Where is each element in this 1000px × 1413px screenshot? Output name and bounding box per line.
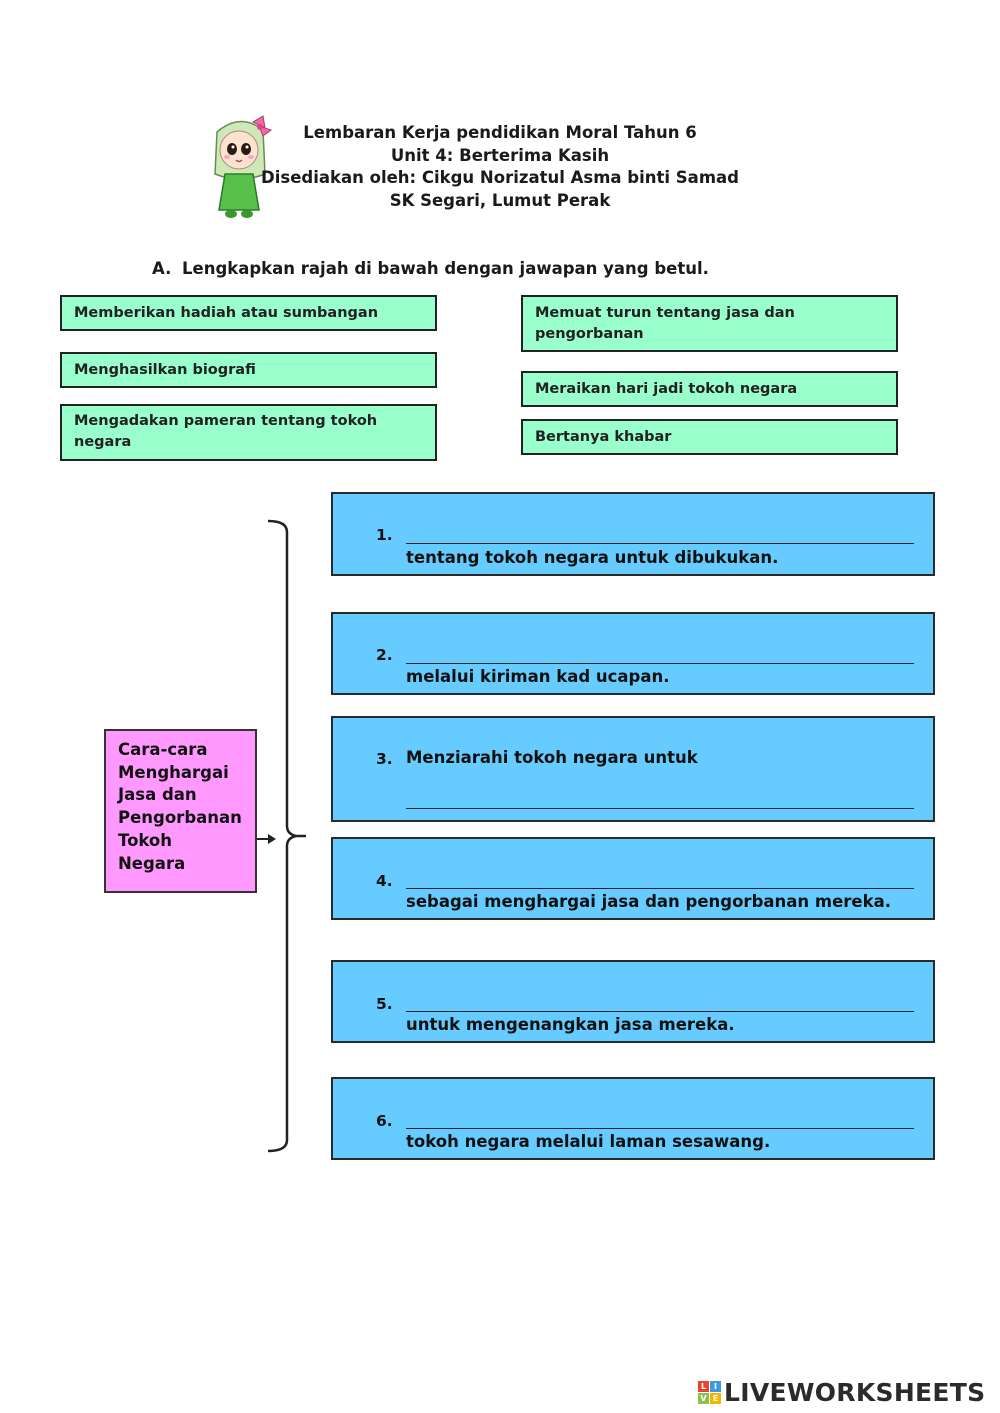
option-label: Memberikan hadiah atau sumbangan [74,305,379,321]
answer-blank-4[interactable] [406,888,914,889]
answer-text: sebagai menghargai jasa dan pengorbanan … [406,892,891,911]
answer-number: 1. [376,526,393,544]
answer-number: 6. [376,1112,393,1130]
answer-blank-2[interactable] [406,663,914,664]
header-school: SK Segari, Lumut Perak [389,190,611,210]
answer-text: melalui kiriman kad ucapan. [406,667,670,686]
answer-number: 4. [376,872,393,890]
option-label: Meraikan hari jadi tokoh negara [535,381,798,397]
instruction-text: Lengkapkan rajah di bawah dengan jawapan… [182,259,709,278]
option-label: Menghasilkan biografi [74,362,256,378]
answer-box-6: 6. tokoh negara melalui laman sesawang. [331,1077,935,1160]
liveworksheets-logo[interactable]: L I V E LIVEWORKSHEETS [698,1378,985,1407]
answer-blank-6[interactable] [406,1128,914,1129]
option-label: Bertanya khabar [535,429,672,445]
answer-box-5: 5. untuk mengenangkan jasa mereka. [331,960,935,1043]
answer-box-4: 4. sebagai menghargai jasa dan pengorban… [331,837,935,920]
answer-number: 2. [376,646,393,664]
concept-box: Cara-cara Menghargai Jasa dan Pengorbana… [104,729,257,893]
option-box-hari-jadi[interactable]: Meraikan hari jadi tokoh negara [521,371,898,407]
logo-letter-i: I [710,1381,721,1392]
answer-box-1: 1. tentang tokoh negara untuk dibukukan. [331,492,935,576]
curly-brace [267,519,306,1153]
answer-blank-5[interactable] [406,1011,914,1012]
answer-blank-1[interactable] [406,543,914,544]
worksheet-header: Lembaran Kerja pendidikan Moral Tahun 6 … [260,122,740,212]
answer-text: tentang tokoh negara untuk dibukukan. [406,548,779,567]
answer-number: 3. [376,750,393,768]
header-unit: Unit 4: Berterima Kasih [390,145,610,165]
hijab-girl-mascot [205,112,275,222]
brand-name: LIVEWORKSHEETS [724,1378,986,1407]
option-box-memuat-turun[interactable]: Memuat turun tentang jasa dan pengorbana… [521,295,898,352]
logo-grid-icon: L I V E [698,1381,721,1404]
answer-box-2: 2. melalui kiriman kad ucapan. [331,612,935,695]
answer-number: 5. [376,995,393,1013]
option-box-bertanya-khabar[interactable]: Bertanya khabar [521,419,898,455]
answer-text: untuk mengenangkan jasa mereka. [406,1015,735,1034]
header-title: Lembaran Kerja pendidikan Moral Tahun 6 [303,123,697,142]
option-box-pameran[interactable]: Mengadakan pameran tentang tokoh negara [60,404,437,461]
answer-box-3: 3. Menziarahi tokoh negara untuk [331,716,935,822]
logo-letter-v: V [698,1393,709,1404]
answer-blank-3[interactable] [406,808,914,809]
instruction-letter: A. [152,259,172,278]
concept-text: Cara-cara Menghargai Jasa dan Pengorbana… [118,740,242,873]
option-box-biografi[interactable]: Menghasilkan biografi [60,352,437,388]
option-label: Mengadakan pameran tentang tokoh negara [74,413,378,450]
logo-letter-l: L [698,1381,709,1392]
header-author: Disediakan oleh: Cikgu Norizatul Asma bi… [261,168,739,187]
instruction: A. Lengkapkan rajah di bawah dengan jawap… [152,259,709,278]
option-label: Memuat turun tentang jasa dan pengorbana… [535,305,795,342]
option-box-hadiah[interactable]: Memberikan hadiah atau sumbangan [60,295,437,331]
answer-text: Menziarahi tokoh negara untuk [406,748,698,767]
arrow-head [268,834,276,844]
logo-letter-e: E [710,1393,721,1404]
answer-text: tokoh negara melalui laman sesawang. [406,1132,771,1151]
